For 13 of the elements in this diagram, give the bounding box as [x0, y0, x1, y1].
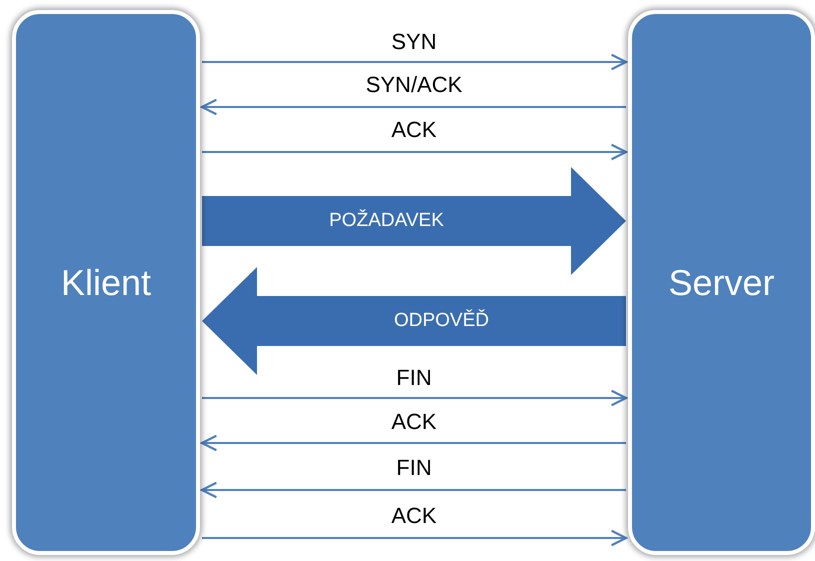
arrow [202, 144, 628, 160]
arrow [202, 530, 628, 546]
arrow [200, 434, 626, 452]
node-title: Server [668, 262, 775, 304]
edge-label: ODPOVĚĎ [394, 310, 490, 332]
block-arrow [202, 167, 626, 275]
arrow [200, 482, 626, 498]
edge-label: POŽADAVEK [329, 210, 444, 232]
node-title: Klient [60, 262, 152, 304]
arrow [202, 390, 628, 406]
arrow [200, 98, 626, 116]
block-arrow [202, 267, 626, 375]
arrow [202, 54, 628, 70]
